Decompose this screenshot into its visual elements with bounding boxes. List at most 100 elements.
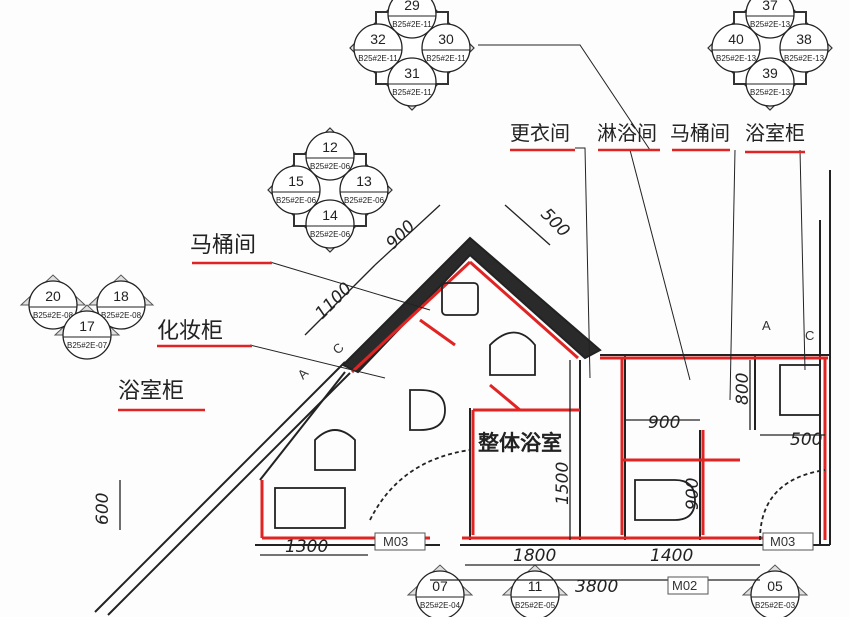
callout-circle bbox=[387, 0, 437, 39]
dim-900-diagonal: 900 bbox=[382, 216, 419, 253]
callout-number: 29 bbox=[404, 0, 420, 13]
callout-circle bbox=[387, 57, 437, 107]
diagonal-outer-wall-inner bbox=[107, 372, 351, 616]
callout-circle bbox=[779, 23, 829, 73]
door-tag-m03-right: M03 bbox=[770, 534, 795, 549]
callout-number: 07 bbox=[432, 578, 448, 594]
callout-number: 13 bbox=[356, 173, 372, 189]
dim-3800: 3800 bbox=[575, 577, 618, 597]
dim-900-toilet: 900 bbox=[683, 478, 703, 510]
callout-circle bbox=[96, 280, 146, 330]
callout-number: 12 bbox=[322, 139, 338, 155]
sink-right bbox=[779, 364, 821, 416]
dim-500-diagonal: 500 bbox=[536, 204, 573, 241]
callout-number: 20 bbox=[45, 288, 61, 304]
callout-number: 38 bbox=[796, 31, 812, 47]
callout-sheet-ref: B25#2E-11 bbox=[392, 88, 432, 97]
dim-900-mid: 900 bbox=[648, 413, 680, 433]
callout-sheet-ref: B25#2E-06 bbox=[276, 196, 317, 205]
inner-diagonal-wall bbox=[259, 371, 346, 481]
label-shower-room: 淋浴间 bbox=[597, 121, 657, 145]
callout-sheet-ref: B25#2E-11 bbox=[392, 20, 432, 29]
dim-1500: 1500 bbox=[553, 462, 573, 505]
door-tag-m03-left: M03 bbox=[383, 534, 408, 549]
callout-number: 40 bbox=[728, 31, 744, 47]
section-callouts: 29B25#2E-1132B25#2E-1130B25#2E-1131B25#2… bbox=[19, 0, 833, 617]
grid-marker-c-left: C bbox=[330, 340, 347, 357]
label-integrated-bathroom: 整体浴室 bbox=[478, 431, 562, 455]
label-toilet-room-top: 马桶间 bbox=[670, 121, 730, 145]
callout-sheet-ref: B25#2E-07 bbox=[67, 341, 108, 350]
callout-number: 05 bbox=[767, 578, 783, 594]
callout-circle bbox=[62, 310, 112, 360]
door-tag-m02: M02 bbox=[672, 578, 697, 593]
label-underlines bbox=[118, 148, 805, 412]
label-vanity-cabinet: 化妆柜 bbox=[157, 319, 223, 344]
callout-number: 37 bbox=[762, 0, 778, 13]
door-tags: M03 M03 M02 bbox=[374, 532, 814, 595]
toilet-left bbox=[314, 429, 356, 471]
label-bathroom-cabinet-top: 浴室柜 bbox=[745, 121, 805, 145]
callout-circle bbox=[415, 570, 465, 617]
toilet-upper bbox=[489, 331, 536, 376]
dim-1800: 1800 bbox=[513, 546, 556, 566]
room-labels: 更衣间 淋浴间 马桶间 浴室柜 马桶间 化妆柜 浴室柜 整体浴室 bbox=[118, 121, 805, 455]
callout-sheet-ref: B25#2E-04 bbox=[420, 601, 461, 610]
vanity-left bbox=[274, 487, 346, 529]
grid-marker-a-right: A bbox=[762, 318, 771, 333]
callout-group-middle: 12B25#2E-0615B25#2E-0613B25#2E-0614B25#2… bbox=[267, 127, 393, 253]
callout-sheet-ref: B25#2E-11 bbox=[426, 54, 466, 63]
dim-600: 600 bbox=[93, 493, 113, 525]
callout-number: 17 bbox=[79, 318, 95, 334]
dimension-lines bbox=[119, 204, 825, 581]
walls bbox=[94, 170, 831, 616]
callout-number: 11 bbox=[528, 578, 543, 594]
diagonal-outer-wall bbox=[94, 361, 346, 613]
callout-sheet-ref: B25#2E-06 bbox=[310, 230, 351, 239]
toilet-lower bbox=[634, 479, 696, 521]
callout-sheet-ref: B25#2E-13 bbox=[750, 20, 791, 29]
leader-lines bbox=[249, 44, 806, 401]
callout-sheet-ref: B25#2E-08 bbox=[33, 311, 74, 320]
door-swing-left bbox=[369, 449, 471, 521]
fixtures bbox=[274, 282, 826, 541]
black-diagonal-wall bbox=[341, 236, 602, 374]
sink-upper bbox=[441, 282, 479, 316]
callout-sheet-ref: B25#2E-06 bbox=[344, 196, 385, 205]
label-toilet-room-left: 马桶间 bbox=[190, 233, 256, 258]
callout-number: 14 bbox=[322, 207, 338, 223]
callout-circle bbox=[510, 570, 560, 617]
dim-800: 800 bbox=[733, 373, 753, 405]
callout-circle bbox=[28, 280, 78, 330]
callout-number: 30 bbox=[438, 31, 454, 47]
callout-circle bbox=[339, 165, 389, 215]
dim-1400: 1400 bbox=[650, 546, 693, 566]
callout-number: 15 bbox=[288, 173, 304, 189]
callout-circle bbox=[271, 165, 321, 215]
callout-number: 39 bbox=[762, 65, 778, 81]
dim-500-right: 500 bbox=[790, 430, 822, 450]
dimension-labels: 900 500 1100 600 1300 1800 1400 3800 150… bbox=[93, 204, 822, 597]
